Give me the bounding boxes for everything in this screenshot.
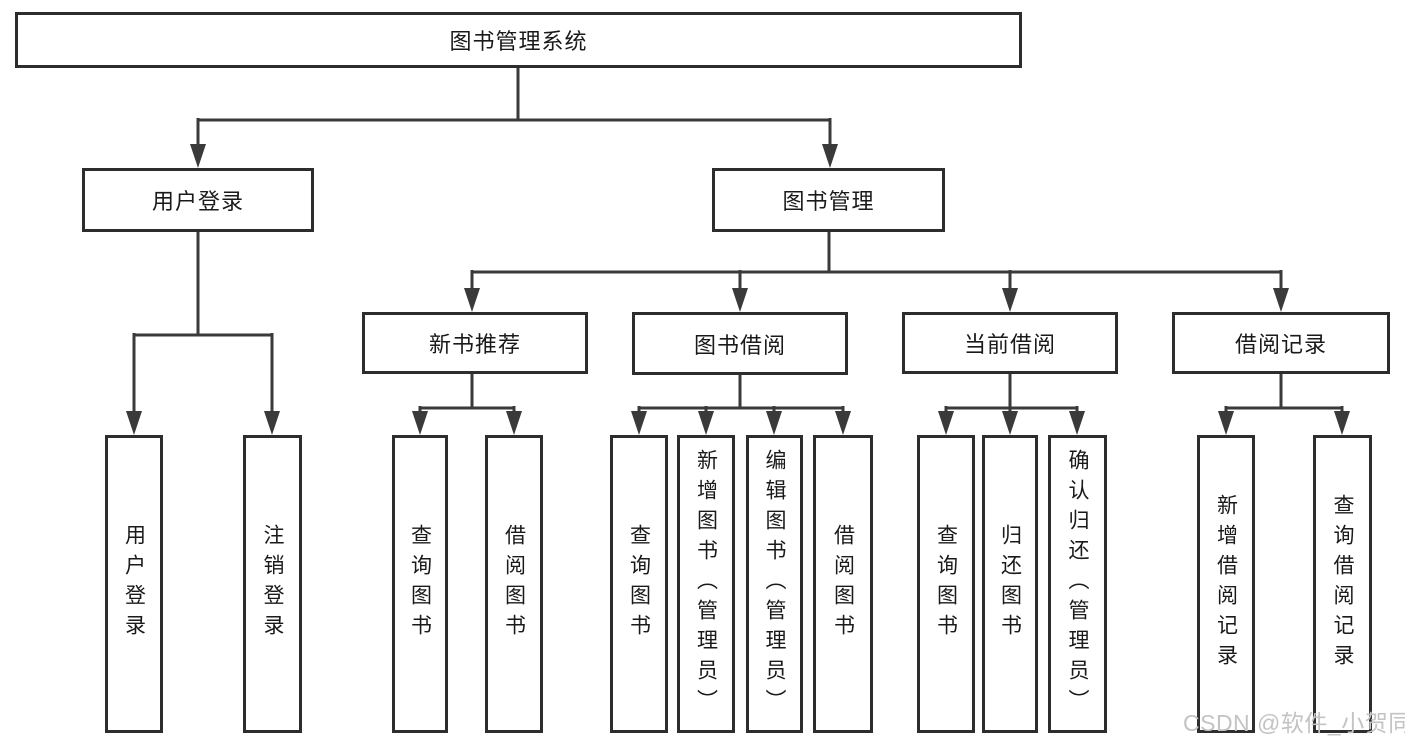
leaf-user-login: 用户登录 (105, 435, 163, 733)
connector-line (944, 374, 1079, 414)
node-label: 查询借阅记录 (1331, 494, 1354, 674)
arrowhead-icon (835, 411, 851, 435)
connector-root-to-level2 (190, 68, 838, 168)
node-label: 确认归还（管理员） (1066, 449, 1089, 719)
node-label: 用户登录 (122, 524, 146, 644)
leaf-query-borrow-record: 查询借阅记录 (1313, 435, 1372, 733)
node-label: 新书推荐 (428, 332, 521, 357)
leaf-add-book-admin: 新增图书（管理员） (677, 435, 735, 733)
arrowhead-icon (1002, 411, 1018, 435)
leaf-edit-book-admin: 编辑图书（管理员） (746, 435, 803, 733)
leaf-return-book: 归还图书 (982, 435, 1038, 733)
leaf-query-book-borrow: 查询图书 (610, 435, 668, 733)
connector-line (196, 68, 832, 148)
arrowhead-icon (264, 411, 280, 435)
node-current-borrow: 当前借阅 (902, 312, 1118, 374)
leaf-query-book-recommend: 查询图书 (392, 435, 448, 733)
leaf-confirm-return-admin: 确认归还（管理员） (1048, 435, 1107, 733)
arrowhead-icon (412, 411, 428, 435)
connector-user-login-branch (126, 232, 280, 435)
arrowhead-icon (1334, 411, 1350, 435)
connector-new-book-branch (412, 374, 522, 435)
arrowhead-icon (766, 411, 782, 435)
node-label: 查询图书 (627, 524, 651, 644)
arrowhead-icon (698, 411, 714, 435)
connector-line (132, 232, 274, 415)
node-label: 查询图书 (408, 524, 432, 644)
arrowhead-icon (1069, 411, 1085, 435)
node-label: 借阅图书 (831, 524, 855, 644)
node-book-borrow: 图书借阅 (632, 312, 848, 375)
arrowhead-icon (822, 144, 838, 168)
leaf-borrow-book: 借阅图书 (813, 435, 873, 733)
leaf-borrow-book-recommend: 借阅图书 (485, 435, 543, 733)
arrowhead-icon (1273, 288, 1289, 312)
arrowhead-icon (631, 411, 647, 435)
connector-book-borrow-branch (631, 374, 851, 435)
node-label: 编辑图书（管理员） (763, 449, 786, 719)
node-label: 查询图书 (934, 524, 958, 644)
node-label: 注销登录 (261, 524, 284, 644)
arrowhead-icon (732, 288, 748, 312)
arrowhead-icon (464, 288, 480, 312)
connector-line (637, 374, 845, 414)
node-new-book-recommend: 新书推荐 (362, 312, 588, 374)
node-label: 借阅记录 (1234, 332, 1327, 357)
connector-line (418, 374, 516, 414)
connector-line (470, 232, 1283, 292)
node-label: 用户登录 (151, 189, 244, 214)
node-user-login: 用户登录 (82, 168, 314, 232)
node-root-system: 图书管理系统 (15, 12, 1022, 68)
connector-book-management-branch (464, 232, 1289, 312)
arrowhead-icon (1218, 411, 1234, 435)
leaf-add-borrow-record: 新增借阅记录 (1197, 435, 1255, 733)
node-borrow-record: 借阅记录 (1172, 312, 1390, 374)
node-label: 图书管理系统 (449, 29, 588, 54)
node-label: 归还图书 (998, 524, 1022, 644)
node-label: 新增图书（管理员） (694, 449, 718, 719)
node-label: 图书管理 (782, 189, 875, 214)
node-label: 借阅图书 (502, 524, 526, 644)
node-book-management: 图书管理 (712, 168, 945, 232)
arrowhead-icon (126, 411, 142, 435)
node-label: 新增借阅记录 (1214, 494, 1238, 674)
connector-current-borrow-branch (938, 374, 1085, 435)
connector-line (1224, 374, 1344, 414)
arrowhead-icon (506, 411, 522, 435)
node-label: 图书借阅 (693, 332, 786, 358)
arrowhead-icon (190, 144, 206, 168)
node-label: 当前借阅 (963, 332, 1056, 357)
connector-borrow-record-branch (1218, 374, 1350, 435)
arrowhead-icon (1002, 288, 1018, 312)
leaf-logout: 注销登录 (243, 435, 302, 733)
leaf-query-book-current: 查询图书 (917, 435, 975, 733)
arrowhead-icon (938, 411, 954, 435)
csdn-watermark: CSDN @软件_小贺同学 (1183, 710, 1405, 736)
